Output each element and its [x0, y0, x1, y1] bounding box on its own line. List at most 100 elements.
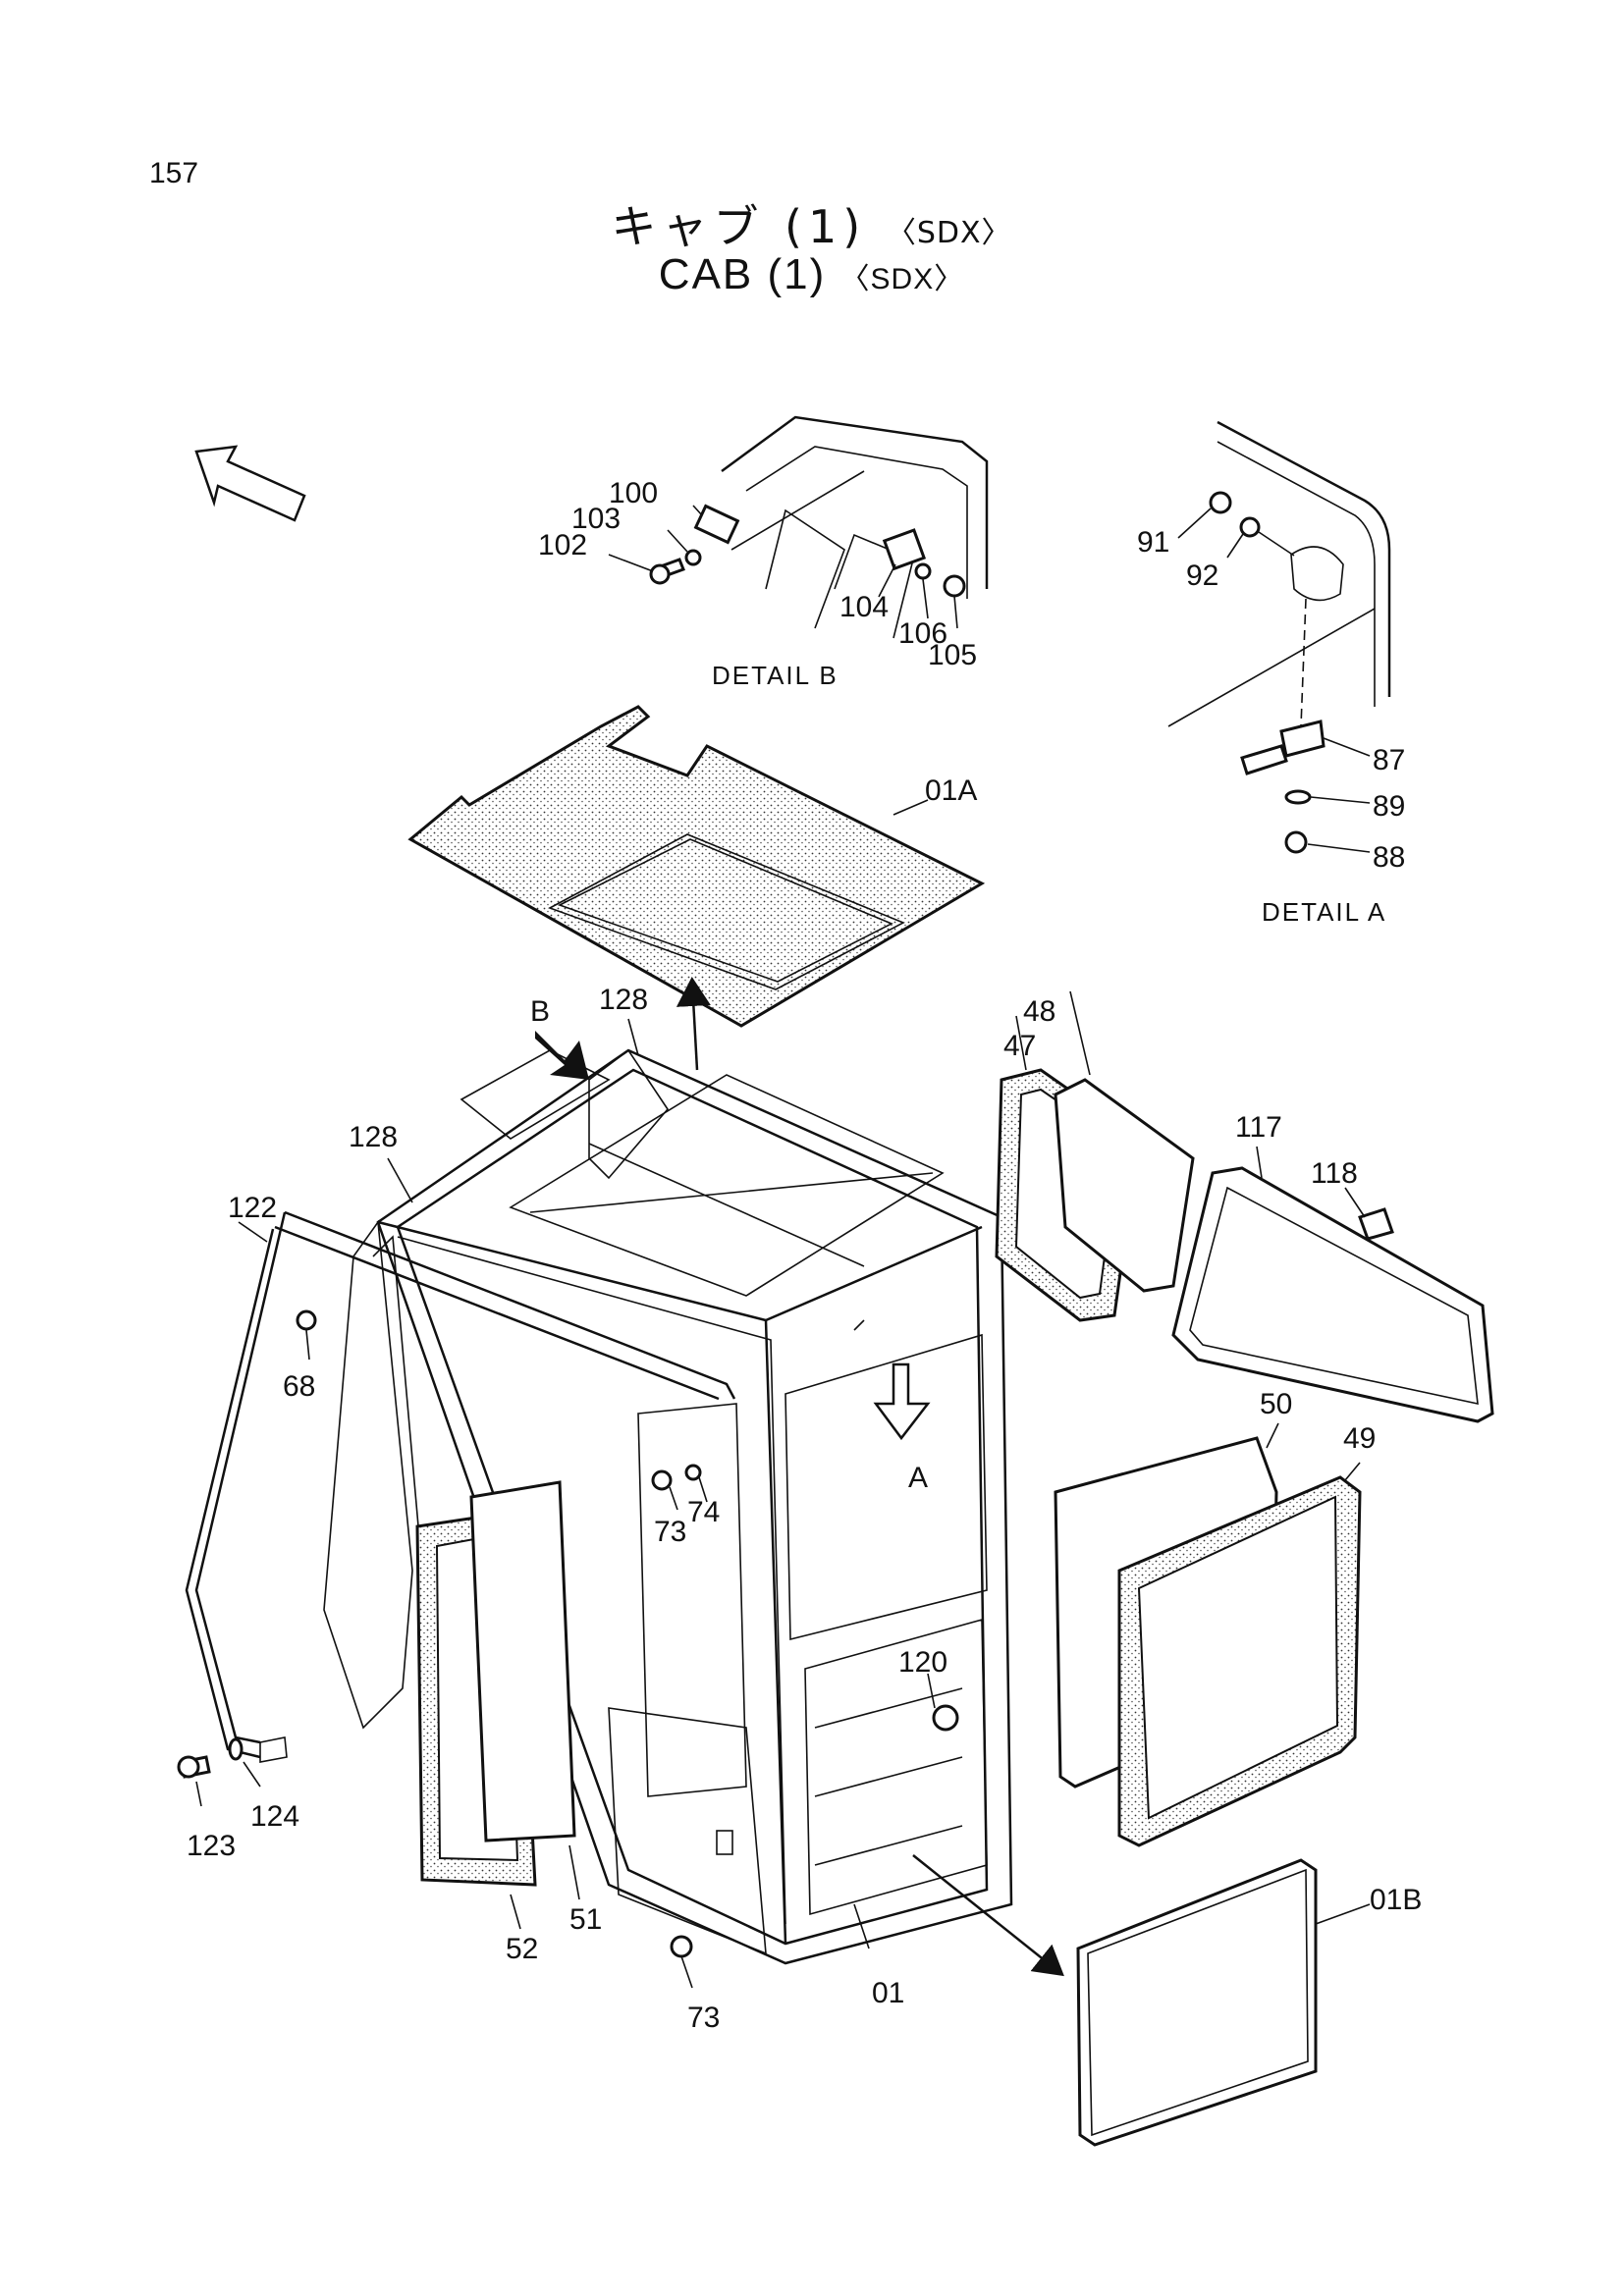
cab-top-front-edge	[765, 1225, 983, 1322]
label-105: 105	[928, 639, 977, 671]
label-128-top: 128	[599, 984, 648, 1016]
grommet-120	[932, 1704, 959, 1732]
arrow-b-label: B	[530, 995, 550, 1028]
bolt-123-head	[177, 1755, 200, 1779]
latch-lever-87	[1240, 744, 1288, 775]
label-73-upper: 73	[654, 1516, 686, 1548]
leader-88	[1307, 843, 1371, 853]
roof-liner-window	[548, 833, 905, 990]
cab-lower-panel	[804, 1618, 988, 1916]
leader-100	[692, 505, 703, 516]
leader-87	[1323, 737, 1371, 757]
label-89: 89	[1373, 790, 1405, 823]
washer-89	[1284, 789, 1312, 805]
label-124: 124	[250, 1800, 299, 1833]
leader-73a	[669, 1486, 678, 1511]
latch-87	[1279, 720, 1325, 758]
detail-a-dash	[1300, 598, 1307, 727]
leader-123	[195, 1781, 202, 1807]
label-123: 123	[187, 1830, 236, 1862]
label-120: 120	[898, 1646, 947, 1679]
window-left-group: 52 51	[415, 1480, 602, 1965]
handrail-side-bar	[194, 1211, 287, 1744]
leader-102	[608, 554, 654, 572]
leader-124	[243, 1761, 261, 1788]
handrail-top-bar	[284, 1210, 736, 1400]
detail-a-outline	[1217, 420, 1391, 697]
window-rear-upper-group: 48 47	[995, 990, 1195, 1322]
detail-b-group: 100 103 102 104 106 105 DETAIL B	[538, 415, 989, 690]
bolt-105	[943, 574, 966, 598]
label-91: 91	[1137, 526, 1169, 559]
handrail-122	[185, 1210, 736, 1763]
leader-01a	[893, 799, 929, 816]
roof-liner-01a: 01A	[407, 705, 986, 1071]
label-01: 01	[872, 1977, 904, 2009]
label-118: 118	[1311, 1157, 1358, 1190]
cab-roof-cross	[529, 1143, 934, 1267]
label-52: 52	[506, 1933, 538, 1965]
detail-b-caption: DETAIL B	[712, 661, 839, 690]
leader-128a	[627, 1018, 639, 1056]
door-lock	[716, 1830, 733, 1855]
label-122: 122	[228, 1192, 277, 1224]
label-01b: 01B	[1370, 1884, 1422, 1916]
leader-68	[305, 1329, 310, 1361]
handrail-foot	[259, 1736, 288, 1763]
detail-a-latch-housing	[1290, 546, 1344, 602]
leader-47	[1015, 1015, 1027, 1071]
detail-b-post	[765, 508, 845, 629]
arrow-b-icon	[535, 1031, 589, 1080]
leader-49	[1344, 1462, 1361, 1481]
leader-01	[853, 1903, 870, 1949]
detail-b-window	[834, 533, 914, 639]
cover-01b: 01B	[1076, 1858, 1422, 2147]
label-47: 47	[1003, 1030, 1036, 1062]
cab-frame-01: A B	[376, 995, 1064, 1977]
label-88: 88	[1373, 841, 1405, 874]
leader-91	[1177, 507, 1212, 539]
cap-118	[1358, 1207, 1394, 1241]
bolt-88	[1284, 830, 1308, 854]
glass-48	[1054, 1078, 1195, 1293]
leader-48	[1069, 990, 1091, 1076]
leader-117	[1256, 1146, 1263, 1179]
page-number: 157	[149, 157, 199, 189]
detail-a-axis	[1258, 531, 1295, 557]
window-117-group: 117 118	[1171, 1111, 1494, 1423]
leader-106	[922, 578, 929, 619]
label-103: 103	[571, 503, 621, 535]
leader-01b	[1315, 1903, 1371, 1925]
label-51: 51	[569, 1903, 602, 1936]
label-68: 68	[283, 1370, 315, 1403]
label-104: 104	[839, 591, 889, 623]
label-87: 87	[1373, 744, 1405, 776]
left-door-assembly	[323, 1219, 423, 1730]
detail-a-inner	[1217, 441, 1376, 707]
detail-a-caption: DETAIL A	[1262, 897, 1386, 927]
bolt-102-head	[649, 563, 671, 585]
label-01a: 01A	[925, 774, 977, 807]
arrow-a-icon	[873, 1362, 931, 1441]
label-128-left: 128	[349, 1121, 398, 1153]
bracket-104	[882, 528, 927, 571]
label-74: 74	[687, 1496, 720, 1528]
cab-roof-bracket	[588, 1048, 670, 1180]
label-50: 50	[1260, 1388, 1292, 1420]
cab-rear-window-opening	[784, 1333, 988, 1641]
label-92: 92	[1186, 560, 1218, 592]
title-english-variant: 〈SDX〉	[839, 263, 965, 295]
leader-120	[927, 1673, 936, 1709]
arrow-a-label: A	[908, 1462, 928, 1494]
leader-52	[510, 1894, 521, 1930]
nut-92	[1239, 516, 1261, 538]
window-right-group: 50 49	[1054, 1388, 1376, 1847]
washer-106	[914, 562, 932, 580]
front-arrow-icon	[194, 445, 306, 522]
leader-104	[878, 563, 896, 598]
label-48: 48	[1023, 995, 1055, 1028]
washer-103	[684, 549, 702, 566]
detail-b-roof-outline	[721, 415, 989, 589]
leader-50	[1266, 1422, 1279, 1449]
